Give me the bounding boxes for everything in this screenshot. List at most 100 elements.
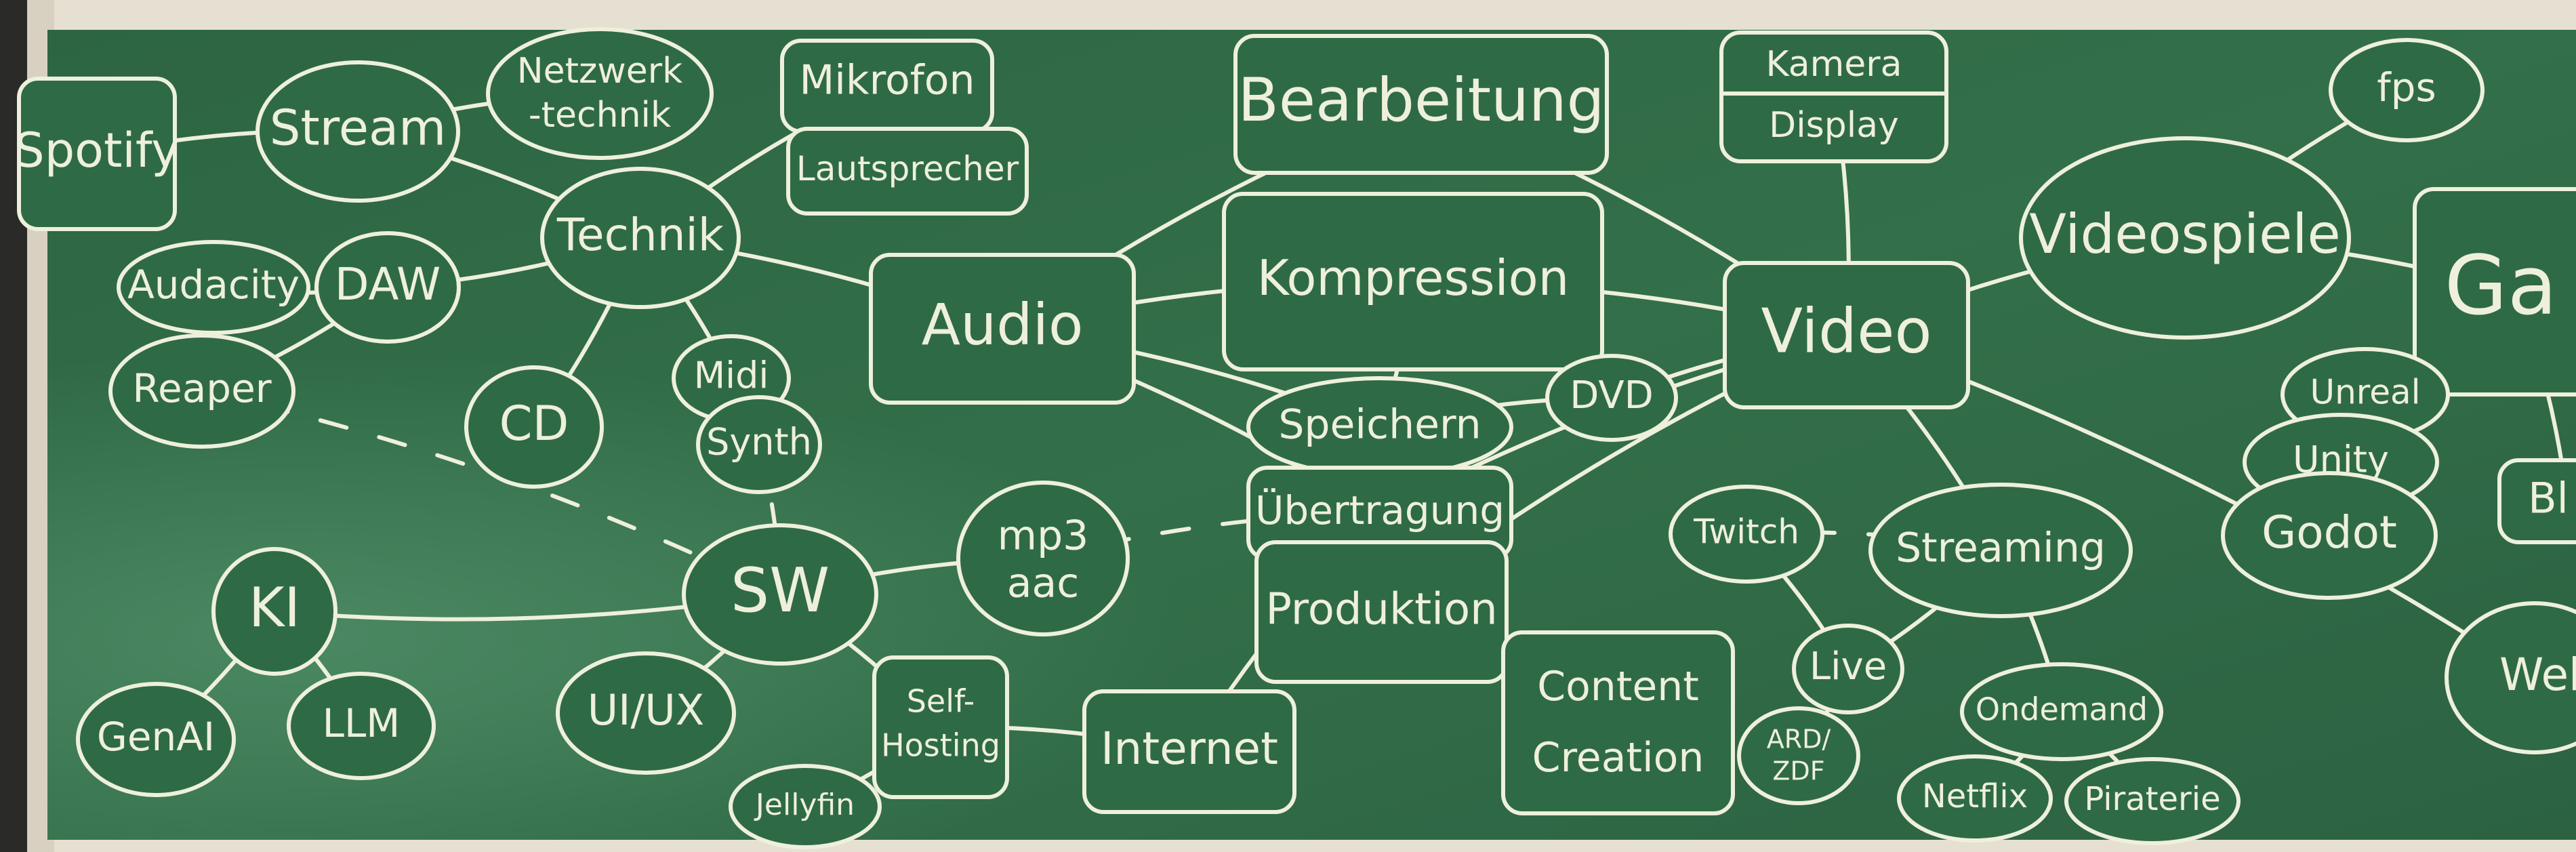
node-live-outline [1792, 624, 1904, 714]
node-label-dvd: DVD [1570, 373, 1654, 418]
node-content-outline [1501, 630, 1735, 815]
node-genai: GenAI [76, 682, 236, 797]
node-label-streaming: Streaming [1896, 525, 2106, 572]
node-cd: CD [464, 365, 604, 489]
node-godot-outline [2221, 471, 2438, 600]
node-synth: Synth [696, 395, 822, 494]
node-netzwerk-outline [486, 27, 714, 160]
node-piraterie: Piraterie [2064, 757, 2241, 845]
node-videospiele-outline [2019, 136, 2351, 340]
node-twitch: Twitch [1669, 485, 1824, 584]
node-label-ard1: ARD/ [1767, 725, 1831, 754]
node-label-content1: Content [1537, 663, 1699, 710]
node-ondemand-outline [1960, 662, 2163, 761]
node-label-ard2: ZDF [1772, 756, 1824, 786]
node-label-piraterie: Piraterie [2084, 780, 2220, 818]
node-kompression: Kompression [1222, 192, 1604, 371]
nodes-layer: Spotify Stream Netzwerk-technik MikrofonLau… [14, 27, 2576, 849]
node-ki-outline [211, 547, 338, 676]
node-label-kamera: Kamera [1766, 44, 1902, 85]
node-netflix-outline [1897, 754, 2053, 843]
node-kamera-outline [1719, 31, 1948, 163]
node-audacity: Audacity [117, 240, 310, 335]
node-mp3-outline [956, 481, 1130, 636]
node-label-speichern: Speichern [1278, 401, 1481, 449]
node-live: Live [1792, 624, 1904, 714]
node-speichern: Speichern [1246, 376, 1513, 478]
node-selfhosting: Self-Hosting [872, 655, 1009, 799]
node-ard: ARD/ZDF [1737, 706, 1860, 805]
node-bearbeitung: Bearbeitung [1233, 34, 1609, 175]
node-label-daw: DAW [335, 258, 441, 310]
node-reaper-outline [108, 333, 295, 449]
node-ard-outline [1737, 706, 1860, 805]
node-llm-outline [287, 672, 436, 780]
node-label-bearbeitung: Bearbeitung [1238, 65, 1605, 135]
node-stream: Stream [255, 60, 460, 203]
node-label-reaper: Reaper [132, 365, 271, 411]
node-label-jellyfin: Jellyfin [754, 788, 855, 822]
node-label-unreal: Unreal [2310, 373, 2420, 412]
node-label-ondemand: Ondemand [1976, 691, 2148, 728]
node-spotify: Spotify [14, 77, 180, 231]
node-label-lautsprecher: Lautsprecher [796, 149, 1019, 188]
node-jellyfin-outline [729, 764, 882, 849]
node-label-games: Ga [2445, 239, 2558, 333]
node-label-kompression: Kompression [1257, 249, 1570, 306]
node-blender-outline [2497, 458, 2576, 544]
node-games: Ga [2413, 187, 2576, 397]
node-internet-outline [1082, 689, 1296, 814]
node-label-godot: Godot [2262, 506, 2397, 559]
node-label-netzwerk1: Netzwerk [517, 51, 683, 92]
node-sw-outline [682, 523, 878, 666]
node-label-fps: fps [2377, 64, 2436, 110]
node-godot: Godot [2221, 471, 2438, 600]
node-label-uiux: UI/UX [588, 685, 704, 735]
node-bearbeitung-outline [1233, 34, 1609, 175]
node-selfhosting-outline [872, 655, 1009, 799]
node-label-live: Live [1810, 645, 1887, 689]
node-internet: Internet [1082, 689, 1296, 814]
node-label-midi: Midi [694, 354, 769, 397]
node-reaper: Reaper [108, 333, 295, 449]
node-label-netzwerk2: -technik [529, 95, 671, 136]
node-label-video: Video [1761, 296, 1931, 367]
node-jellyfin: Jellyfin [729, 764, 882, 849]
node-cd-outline [464, 365, 604, 489]
node-lautsprecher: Lautsprecher [786, 127, 1029, 216]
node-label-display: Display [1769, 105, 1899, 146]
node-label-genai: GenAI [97, 714, 215, 760]
node-label-ki: KI [249, 576, 300, 639]
node-video-outline [1723, 261, 1970, 409]
node-dvd-outline [1545, 354, 1678, 442]
node-label-internet: Internet [1101, 723, 1278, 775]
node-mikrofon: Mikrofon [780, 39, 994, 134]
node-twitch-outline [1669, 485, 1824, 584]
node-label-sw: SW [731, 555, 830, 626]
node-label-audacity: Audacity [127, 262, 300, 308]
node-label-mikrofon: Mikrofon [799, 57, 975, 104]
node-label-audio: Audio [922, 291, 1084, 358]
node-games-outline [2413, 187, 2576, 397]
node-sw: SW [682, 523, 878, 666]
node-daw: DAW [314, 231, 461, 344]
node-uiux: UI/UX [556, 651, 736, 775]
node-label-videospiele: Videospiele [2029, 203, 2341, 266]
node-web-outline [2445, 601, 2576, 754]
node-blender: Bl [2497, 458, 2576, 544]
node-label-self1: Self- [907, 683, 975, 720]
node-spotify-outline [17, 77, 177, 231]
node-ondemand: Ondemand [1960, 662, 2163, 761]
node-label-web: Web [2499, 649, 2576, 701]
node-dvd: DVD [1545, 354, 1678, 442]
node-label-aac: aac [1007, 560, 1080, 607]
node-audacity-outline [117, 240, 310, 335]
node-lautsprecher-outline [786, 127, 1029, 216]
node-label-content2: Creation [1532, 734, 1704, 782]
node-streaming: Streaming [1868, 483, 2133, 618]
node-audio: Audio [869, 253, 1136, 405]
node-label-cd: CD [499, 396, 569, 451]
